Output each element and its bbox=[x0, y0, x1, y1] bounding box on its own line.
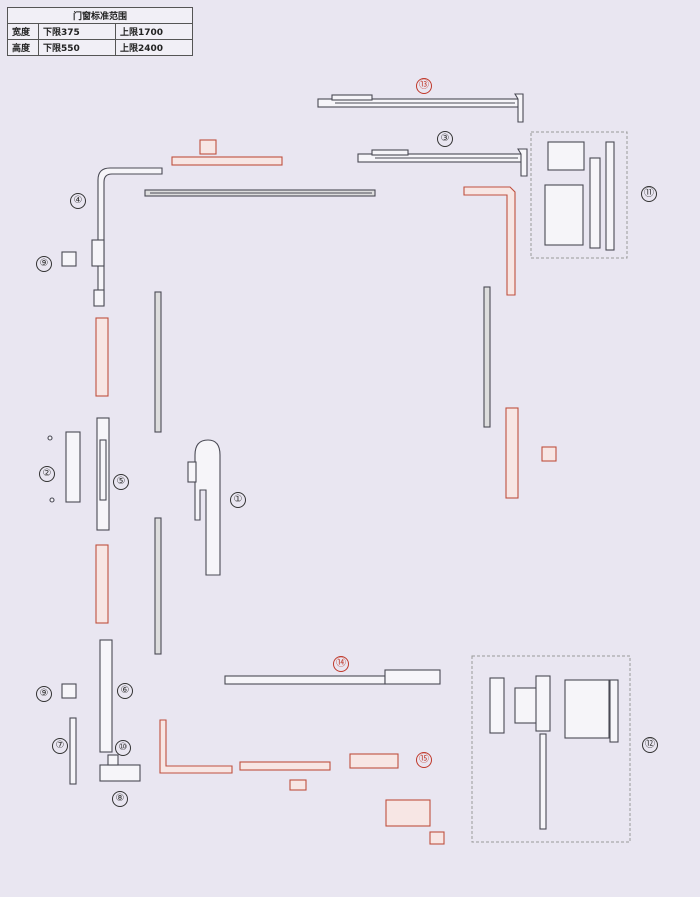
callout-8: ⑧ bbox=[112, 791, 128, 807]
part-7-striker bbox=[69, 717, 77, 785]
part-9-keeper-lower bbox=[61, 683, 77, 699]
part-5-transmission bbox=[96, 417, 110, 531]
part-top-lock-bar bbox=[171, 139, 283, 166]
part-rod-left-upper bbox=[154, 291, 162, 433]
spec-upper-height: 上限2400 bbox=[115, 39, 193, 56]
hinge-group-box-12 bbox=[471, 655, 631, 843]
part-1-handle bbox=[187, 439, 221, 576]
part-9-keeper-upper bbox=[61, 251, 77, 267]
callout-14: ⑭ bbox=[333, 656, 349, 672]
part-10-clip bbox=[107, 754, 119, 766]
callout-12: ⑫ bbox=[642, 737, 658, 753]
part-right-corner-drive bbox=[463, 186, 516, 296]
spec-table: 门窗标准范围 宽度 下限375 上限1700 高度 下限550 上限2400 bbox=[7, 7, 193, 56]
part-12-hinge-set bbox=[489, 675, 619, 830]
part-left-locking-bar-lower bbox=[95, 544, 109, 624]
callout-7: ⑦ bbox=[52, 738, 68, 754]
callout-10: ⑩ bbox=[115, 740, 131, 756]
part-bottom-lock-bar bbox=[239, 761, 331, 791]
part-6-lower-drive bbox=[99, 639, 113, 753]
part-14-stay-rail bbox=[224, 669, 441, 685]
part-2-keeper bbox=[47, 431, 81, 503]
part-left-locking-bar-upper bbox=[95, 317, 109, 397]
callout-5: ⑤ bbox=[113, 474, 129, 490]
part-rod-left-lower bbox=[154, 517, 162, 655]
part-13-top-rail bbox=[317, 93, 524, 123]
part-connecting-rod-top bbox=[144, 189, 376, 197]
callout-9-lower: ⑨ bbox=[36, 686, 52, 702]
callout-15: ⑮ bbox=[416, 752, 432, 768]
part-15-lock-block bbox=[349, 753, 445, 845]
callout-4: ④ bbox=[70, 193, 86, 209]
callout-2: ② bbox=[39, 466, 55, 482]
callout-13: ⑬ bbox=[416, 78, 432, 94]
part-rod-right bbox=[483, 286, 491, 428]
callout-1: ① bbox=[230, 492, 246, 508]
part-8-slider bbox=[99, 764, 141, 782]
part-4-corner-drive bbox=[91, 167, 163, 307]
part-right-locking-bar bbox=[505, 407, 557, 499]
spec-row-height: 高度 下限550 上限2400 bbox=[7, 39, 193, 56]
part-3-upper-rail bbox=[357, 148, 528, 177]
callout-9-upper: ⑨ bbox=[36, 256, 52, 272]
part-11-hinge-set bbox=[544, 141, 615, 251]
callout-6: ⑥ bbox=[117, 683, 133, 699]
part-bottom-corner bbox=[159, 719, 233, 774]
callout-11: ⑪ bbox=[641, 186, 657, 202]
callout-3: ③ bbox=[437, 131, 453, 147]
hinge-group-box-11 bbox=[530, 131, 628, 259]
